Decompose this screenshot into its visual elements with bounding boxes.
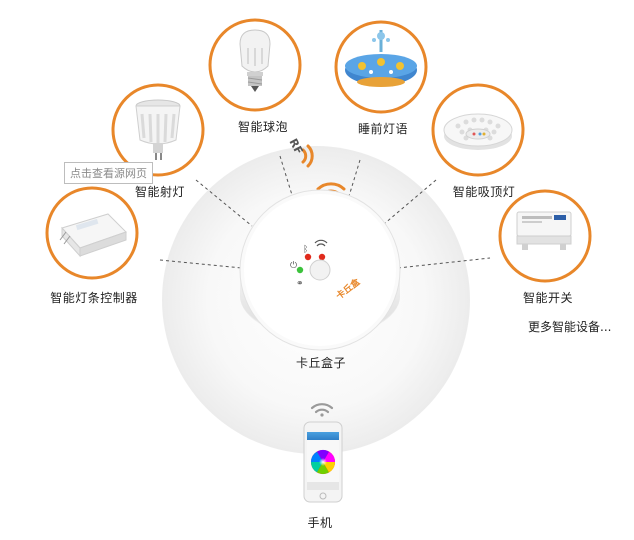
phone-label: 手机 bbox=[307, 516, 333, 530]
hub-label: 卡丘盒子 bbox=[295, 356, 347, 370]
spotlight-node[interactable] bbox=[111, 83, 205, 177]
hub-device[interactable]: ᛒ ⏻ ⚭ bbox=[239, 189, 401, 351]
more-devices-label[interactable]: 更多智能设备... bbox=[528, 320, 612, 334]
led-red-1 bbox=[304, 253, 312, 261]
ceiling-light-icon bbox=[443, 113, 513, 150]
hub-button[interactable] bbox=[309, 259, 331, 281]
strip-controller-label: 智能灯条控制器 bbox=[50, 291, 138, 305]
pendant-lamp-icon bbox=[345, 30, 417, 87]
phone[interactable] bbox=[303, 421, 343, 503]
strip-controller-node[interactable] bbox=[45, 186, 139, 280]
switch-module-icon bbox=[516, 211, 572, 250]
switch-node[interactable] bbox=[498, 189, 592, 283]
bulb-icon bbox=[239, 29, 271, 92]
ceiling-light-node[interactable] bbox=[431, 83, 525, 177]
controller-icon bbox=[59, 213, 127, 258]
spotlight-label: 智能射灯 bbox=[134, 185, 186, 199]
hub-wifi-icon bbox=[314, 239, 328, 247]
bulb-node[interactable] bbox=[208, 18, 302, 112]
led-red-2 bbox=[318, 253, 326, 261]
night-light-node[interactable] bbox=[334, 20, 428, 114]
connector-strip bbox=[159, 259, 243, 269]
led-green bbox=[296, 266, 304, 274]
spotlight-icon bbox=[135, 99, 181, 160]
view-source-tooltip[interactable]: 点击查看源网页 bbox=[64, 162, 153, 184]
power-icon: ⏻ bbox=[290, 260, 297, 271]
connector-ceiling bbox=[383, 179, 437, 225]
phone-wifi-icon bbox=[310, 403, 334, 417]
night-light-label: 睡前灯语 bbox=[357, 122, 409, 136]
connector-spotlight bbox=[195, 179, 253, 227]
ceiling-light-label: 智能吸顶灯 bbox=[452, 185, 516, 199]
color-wheel[interactable] bbox=[311, 449, 335, 475]
bluetooth-icon: ᛒ bbox=[303, 244, 308, 255]
rf-signal-icon bbox=[301, 144, 314, 168]
switch-label: 智能开关 bbox=[522, 291, 574, 305]
connector-night-light bbox=[345, 159, 361, 207]
connector-lines bbox=[159, 155, 491, 269]
bulb-label: 智能球泡 bbox=[237, 120, 289, 134]
link-icon: ⚭ bbox=[296, 279, 304, 289]
